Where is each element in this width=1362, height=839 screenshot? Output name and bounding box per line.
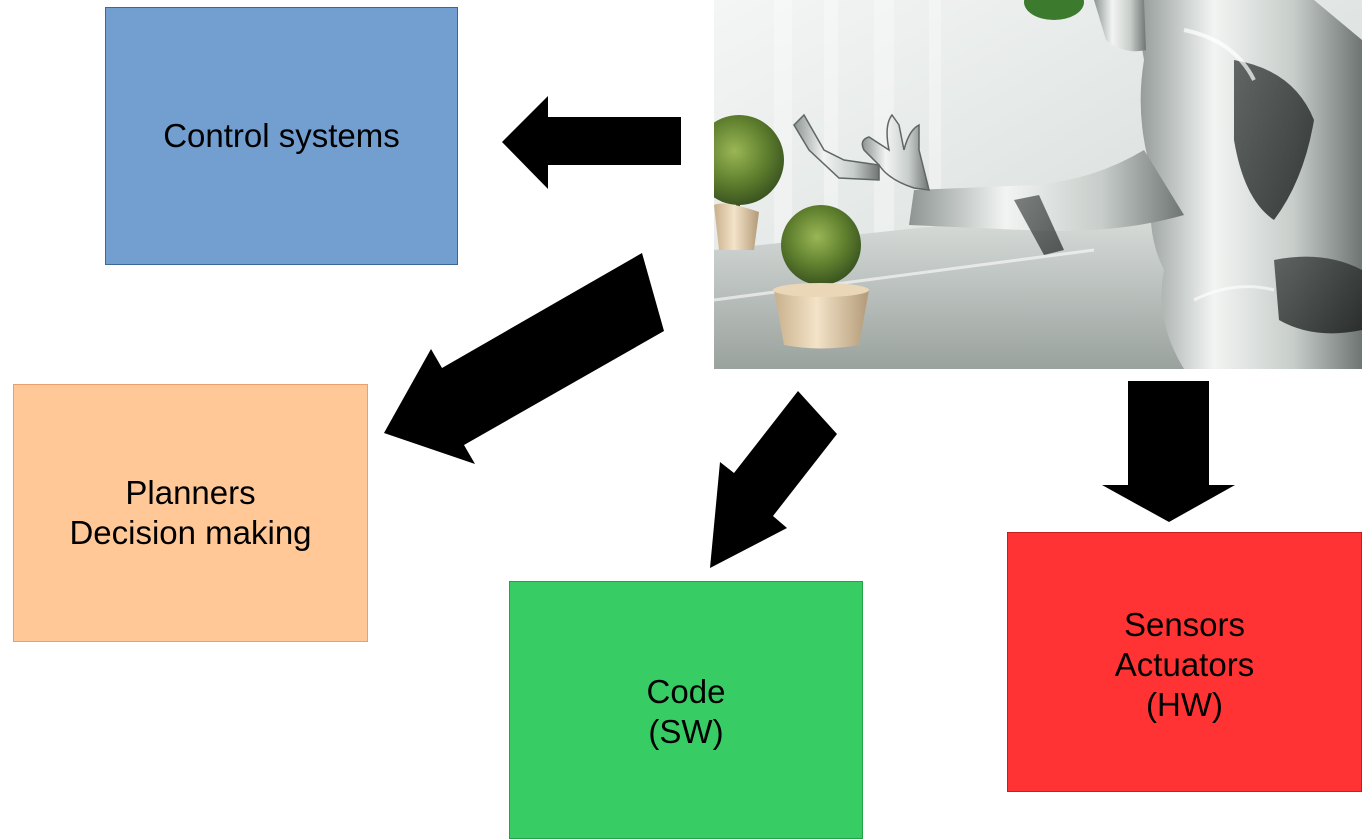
control-systems-box: Control systems [105, 7, 458, 265]
code-label: Code [646, 673, 726, 710]
arrow-to-sensors [1102, 381, 1235, 522]
code-box: Code (SW) [509, 581, 863, 839]
control-systems-label: Control systems [163, 117, 400, 154]
actuators-label: Actuators [1114, 646, 1255, 683]
arrow-to-control-systems [502, 96, 681, 189]
sw-label: (SW) [648, 713, 724, 750]
arrow-to-code [710, 391, 837, 568]
sensors-box: Sensors Actuators (HW) [1007, 532, 1362, 792]
decision-making-label: Decision making [69, 514, 312, 551]
planners-label: Planners [125, 474, 256, 511]
sensors-label: Sensors [1123, 606, 1246, 643]
planners-box: Planners Decision making [13, 384, 368, 642]
hw-label: (HW) [1146, 686, 1223, 723]
robot-photo [714, 0, 1362, 369]
arrow-to-planners [384, 253, 664, 464]
